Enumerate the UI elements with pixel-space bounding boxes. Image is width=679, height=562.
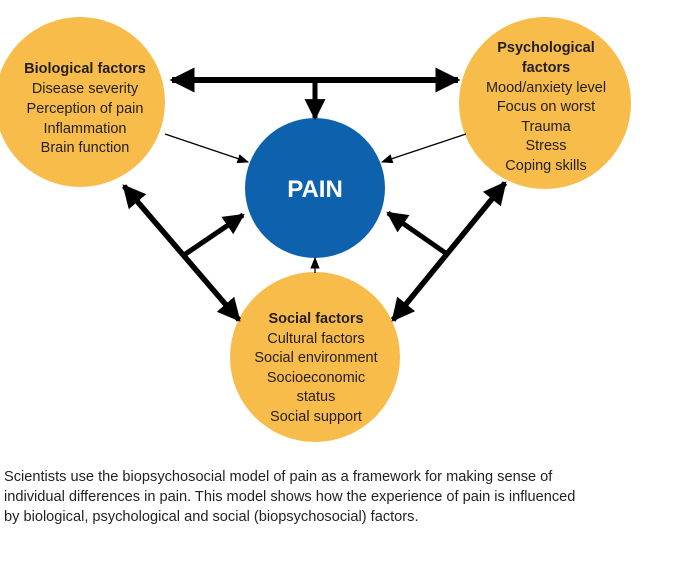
social-factors-circle [230, 272, 400, 442]
bio-to-pain-arrow [164, 133, 250, 164]
psych-to-pain-arrow [380, 133, 467, 164]
psychological-title: Psychological [497, 40, 595, 56]
psych-social-arrow [390, 181, 508, 322]
psychological-factors-circle [459, 17, 631, 189]
biological-item: Brain function [41, 140, 130, 156]
caption-line: individual differences in pain. This mod… [4, 489, 576, 505]
bio-social-to-pain-branch [182, 212, 245, 258]
biological-item: Disease severity [32, 81, 139, 97]
biological-item: Inflammation [43, 121, 126, 137]
pain-circle [245, 118, 385, 258]
psychological-item: Trauma [521, 119, 571, 135]
biopsychosocial-diagram: PAIN Biological factors Disease severity… [0, 17, 631, 442]
psychological-item: Mood/anxiety level [486, 80, 606, 96]
psychological-title: factors [522, 60, 570, 76]
biological-item: Perception of pain [27, 101, 144, 117]
caption-line: Scientists use the biopsychosocial model… [4, 469, 553, 485]
social-item: Cultural factors [267, 331, 365, 347]
biological-title: Biological factors [24, 61, 146, 77]
social-item: Socioeconomic [267, 370, 365, 386]
social-factors-text: Social factors Cultural factors Social e… [254, 311, 377, 425]
psychological-factors-text: Psychological factors Mood/anxiety level… [486, 40, 606, 174]
figure-caption: Scientists use the biopsychosocial model… [4, 467, 664, 527]
caption-line: by biological, psychological and social … [4, 509, 419, 525]
social-title: Social factors [268, 311, 363, 327]
bio-social-arrow [121, 184, 242, 322]
biological-factors-text: Biological factors Disease severity Perc… [24, 61, 146, 156]
psychological-item: Coping skills [505, 158, 586, 174]
social-item: Social support [270, 409, 362, 425]
psych-social-to-pain-branch [386, 210, 449, 257]
social-item: status [297, 389, 336, 405]
psychological-item: Stress [525, 138, 566, 154]
psychological-item: Focus on worst [497, 99, 595, 115]
pain-label: PAIN [287, 176, 343, 203]
biological-factors-circle [0, 17, 165, 187]
social-item: Social environment [254, 350, 377, 366]
